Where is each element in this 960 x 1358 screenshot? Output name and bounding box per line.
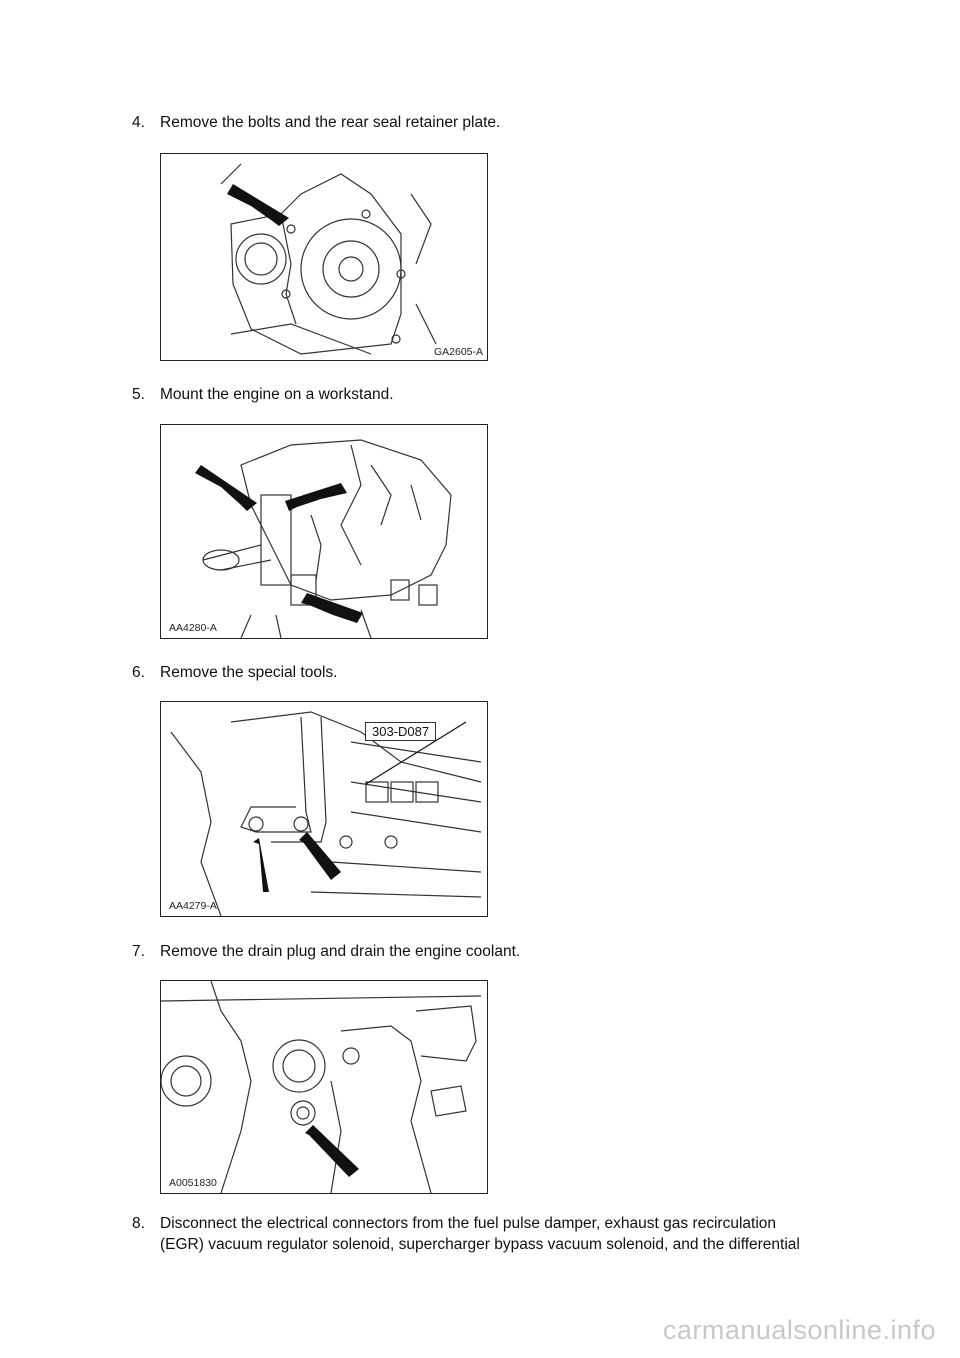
step-number: 6. xyxy=(132,664,145,681)
special-tools-illustration xyxy=(170,711,482,916)
arrow-mark-2 xyxy=(285,483,347,511)
step-text: Remove the special tools. xyxy=(160,664,338,681)
figure-code: AA4280-A xyxy=(169,622,217,634)
step-text-continued: (EGR) vacuum regulator solenoid, superch… xyxy=(160,1236,800,1253)
arrow-mark-3 xyxy=(301,593,363,623)
figure-code: A0051830 xyxy=(169,1177,217,1189)
arrow-mark-2 xyxy=(299,832,341,880)
rear-seal-retainer-illustration xyxy=(220,163,437,355)
step-number: 5. xyxy=(132,386,145,403)
step-text: Remove the drain plug and drain the engi… xyxy=(160,943,521,960)
step-text: Remove the bolts and the rear seal retai… xyxy=(160,114,501,131)
step-number: 7. xyxy=(132,943,145,960)
figure-rear-seal-retainer-plate: GA2605-A xyxy=(160,153,488,361)
figure-drain-plug: A0051830 xyxy=(160,980,488,1194)
step-number: 8. xyxy=(132,1215,145,1232)
figure-code: GA2605-A xyxy=(433,346,483,358)
arrow-mark-1 xyxy=(195,465,257,511)
figure-code: AA4279-A xyxy=(169,900,217,912)
figure-special-tools: 303-D087 AA4279-A xyxy=(160,701,488,917)
arrow-mark xyxy=(227,184,289,226)
tool-number-label: 303-D087 xyxy=(365,722,437,741)
arrow-mark-1 xyxy=(253,838,269,892)
arrow-mark xyxy=(305,1125,359,1177)
drain-plug-illustration xyxy=(161,981,482,1193)
engine-workstand-illustration xyxy=(195,439,452,638)
step-number: 4. xyxy=(132,114,145,131)
figure-engine-workstand: AA4280-A xyxy=(160,424,488,639)
step-text: Mount the engine on a workstand. xyxy=(160,386,394,403)
step-text: Disconnect the electrical connectors fro… xyxy=(160,1215,777,1232)
watermark: carmanualsonline.info xyxy=(662,1315,936,1345)
